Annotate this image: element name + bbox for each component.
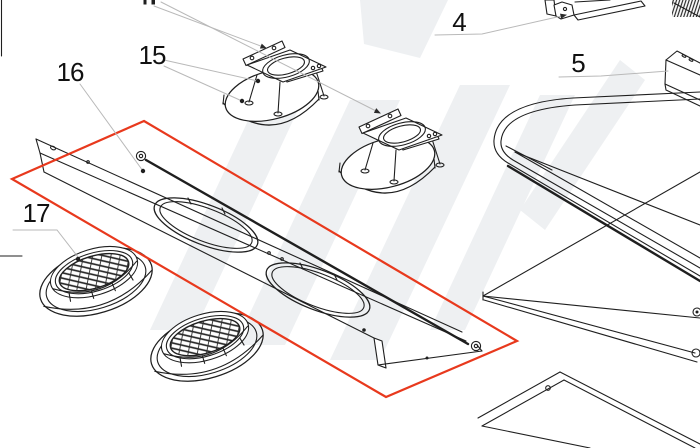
leader-top-b — [160, 1, 381, 114]
part-15-motor-1 — [218, 40, 329, 132]
leader-17 — [12, 229, 79, 258]
leader-5 — [558, 70, 669, 78]
highlight-box — [9, 119, 520, 399]
labels: 4 5 15 16 17 — [23, 7, 587, 228]
part-label-5: 5 — [571, 48, 585, 78]
part-wedge-panel — [482, 171, 700, 363]
part-label-16: 16 — [57, 57, 84, 87]
part-4-bracket — [544, 0, 646, 21]
part-label-17: 17 — [23, 198, 50, 228]
leader-dot-17 — [75, 256, 81, 262]
part-label-15: 15 — [139, 40, 166, 70]
leader-4 — [434, 13, 567, 36]
leader-15-a — [163, 59, 259, 82]
part-label-4: 4 — [452, 7, 466, 37]
leader-dot-15-a — [255, 78, 261, 84]
part-bottom-channel — [477, 371, 700, 448]
leader-dot-16 — [140, 168, 146, 174]
truncated-label-stub — [151, 0, 155, 5]
edge-artifacts — [0, 0, 155, 257]
leader-dot-15-b — [239, 98, 245, 104]
part-tray-panel — [493, 91, 700, 283]
part-5-bracket — [664, 50, 700, 107]
part-16-vent-panel — [35, 138, 483, 369]
part-hatched-corner — [672, 0, 700, 18]
truncated-label-stub — [143, 0, 147, 5]
leader-lines — [12, 1, 669, 262]
leader-16 — [79, 83, 144, 172]
part-17-grille-1 — [30, 232, 162, 330]
leader-15-b — [163, 65, 243, 102]
